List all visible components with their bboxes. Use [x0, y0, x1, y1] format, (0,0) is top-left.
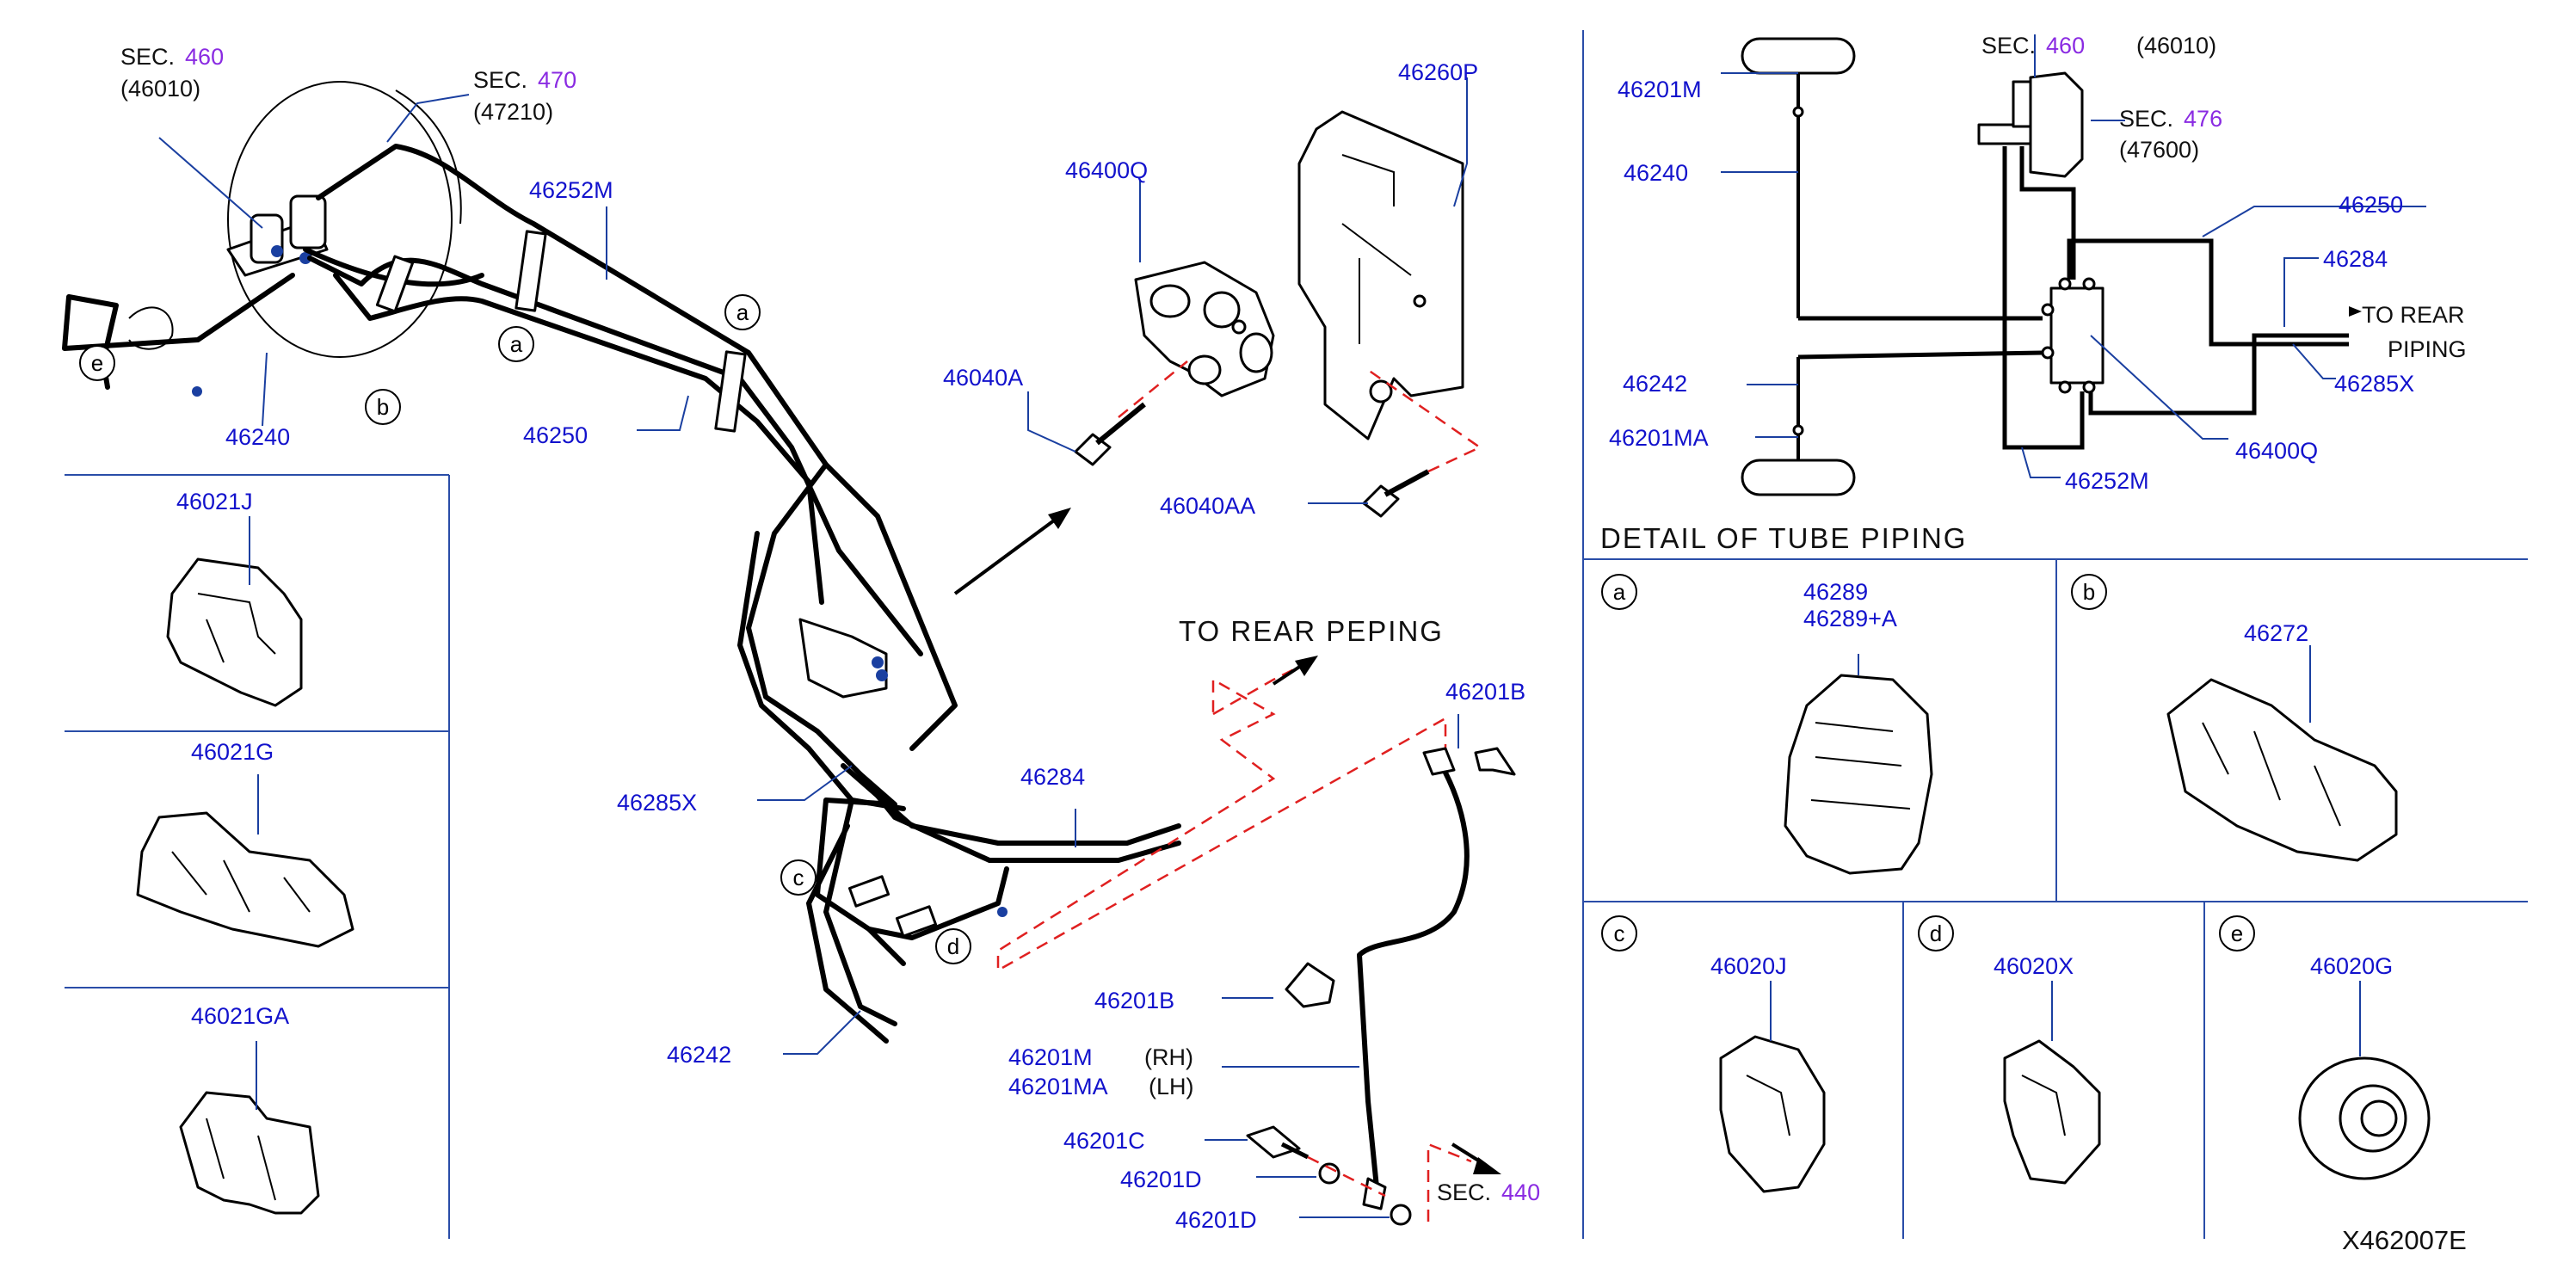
- part-46021J[interactable]: 46021J: [176, 489, 253, 514]
- part-46201D-b[interactable]: 46201D: [1175, 1207, 1257, 1233]
- part-46250[interactable]: 46250: [523, 422, 588, 448]
- part-46289-A[interactable]: 46289+A: [1803, 606, 1897, 631]
- clip-46272-drawing: [2166, 678, 2398, 862]
- svg-text:c: c: [793, 865, 804, 890]
- part-46201B-upper[interactable]: 46201B: [1445, 679, 1525, 705]
- part-46020X[interactable]: 46020X: [1994, 953, 2074, 979]
- circle-e: e: [79, 345, 115, 381]
- part-46021GA[interactable]: 46021GA: [191, 1003, 289, 1029]
- clip-46020J-drawing: [1719, 1035, 1826, 1193]
- part-46285X[interactable]: 46285X: [617, 790, 697, 816]
- to-rear-peping-label: TO REAR PEPING: [1179, 615, 1444, 647]
- to-rear-arrow: [2349, 306, 2362, 317]
- part-46260P[interactable]: 46260P: [1398, 59, 1478, 85]
- circle-b: b: [365, 389, 401, 425]
- detail-part-46252M[interactable]: 46252M: [2065, 468, 2149, 494]
- brake-booster-drawing: [128, 81, 462, 358]
- clip-46289-drawing: [1784, 674, 1933, 875]
- grommet-46020G-drawing: [2298, 1056, 2431, 1180]
- circle-a-lower: a: [498, 326, 534, 362]
- front-brake-pipes: [62, 144, 1181, 1044]
- part-46201B-lower[interactable]: 46201B: [1094, 988, 1174, 1013]
- detail-part-46242[interactable]: 46242: [1623, 371, 1687, 397]
- detail-title: DETAIL OF TUBE PIPING: [1600, 522, 1967, 554]
- detail-sec-460-label: SEC.460: [1981, 33, 2085, 59]
- detail-part-46240[interactable]: 46240: [1624, 160, 1688, 186]
- part-46020G[interactable]: 46020G: [2310, 953, 2393, 979]
- panel-circle-b: b: [2071, 574, 2107, 610]
- sec-460-code: (46010): [120, 76, 200, 102]
- part-46289[interactable]: 46289: [1803, 579, 1868, 605]
- part-46272[interactable]: 46272: [2244, 620, 2308, 646]
- part-46400Q[interactable]: 46400Q: [1065, 157, 1148, 183]
- detail-sec-476-label: SEC.476: [2119, 106, 2222, 132]
- part-46242[interactable]: 46242: [667, 1042, 731, 1068]
- part-46201C[interactable]: 46201C: [1063, 1128, 1145, 1154]
- svg-text:c: c: [1614, 921, 1625, 946]
- detail-sec-460-code: (46010): [2136, 33, 2216, 59]
- sec-460-label: SEC.460: [120, 44, 224, 70]
- sec-440-label: SEC.440: [1437, 1179, 1540, 1205]
- part-46252M[interactable]: 46252M: [529, 177, 613, 203]
- part-46240[interactable]: 46240: [225, 424, 290, 450]
- part-46020J[interactable]: 46020J: [1710, 953, 1787, 979]
- part-46040AA[interactable]: 46040AA: [1160, 493, 1255, 519]
- clip-46021G-drawing: [136, 811, 354, 948]
- svg-text:a: a: [736, 299, 749, 325]
- detail-part-46250[interactable]: 46250: [2339, 192, 2403, 218]
- circle-a-upper: a: [724, 294, 761, 330]
- sec-470-code: (47210): [473, 99, 553, 125]
- part-46040A[interactable]: 46040A: [943, 365, 1023, 391]
- detail-part-46400Q[interactable]: 46400Q: [2235, 438, 2318, 464]
- svg-text:b: b: [2083, 579, 2095, 605]
- circle-callouts: a a b e c d a b c d e: [79, 294, 2255, 964]
- circle-c: c: [780, 859, 817, 896]
- svg-text:d: d: [1930, 921, 1942, 946]
- valve-bracket-drawing: [1297, 110, 1464, 440]
- to-rear-piping-line2: PIPING: [2388, 336, 2467, 362]
- side-lh: (LH): [1149, 1074, 1194, 1099]
- proportioning-valve-drawing: [1134, 261, 1275, 397]
- arrow-to-valve: [953, 508, 1071, 595]
- part-46201D-a[interactable]: 46201D: [1120, 1167, 1202, 1192]
- svg-text:e: e: [2231, 921, 2243, 946]
- left-clip-panel-frame: [65, 474, 450, 1239]
- detail-tube-piping: [1741, 37, 2349, 496]
- detail-sec-476-code: (47600): [2119, 137, 2199, 163]
- panel-circle-d: d: [1918, 915, 1954, 952]
- valve-guide-lines: [1118, 360, 1482, 473]
- clip-46021J-drawing: [166, 557, 303, 707]
- panel-circle-c: c: [1601, 915, 1637, 952]
- detail-part-46201MA[interactable]: 46201MA: [1609, 425, 1709, 451]
- clip-46021GA-drawing: [179, 1091, 320, 1215]
- side-rh: (RH): [1144, 1044, 1193, 1070]
- valve-bolts: [1074, 402, 1430, 518]
- svg-text:a: a: [1613, 579, 1626, 605]
- detail-part-46201M[interactable]: 46201M: [1618, 77, 1702, 102]
- clip-46020X-drawing: [2003, 1039, 2101, 1185]
- part-46021G[interactable]: 46021G: [191, 739, 274, 765]
- part-46284[interactable]: 46284: [1020, 764, 1085, 790]
- part-46201MA[interactable]: 46201MA: [1008, 1074, 1108, 1099]
- svg-text:e: e: [91, 350, 103, 376]
- detail-part-46284[interactable]: 46284: [2323, 246, 2388, 272]
- sec-470-label: SEC.470: [473, 67, 576, 93]
- to-rear-guide: [996, 656, 1447, 970]
- pipe-clip-markers: [375, 230, 938, 938]
- svg-text:b: b: [377, 394, 389, 420]
- diagram-id: X462007E: [2342, 1225, 2467, 1255]
- front-brake-hose: [1246, 747, 1516, 1226]
- leader-lines: [158, 34, 2426, 1218]
- svg-text:d: d: [947, 933, 959, 959]
- circle-d: d: [935, 928, 971, 964]
- svg-text:a: a: [510, 331, 523, 357]
- right-detail-panel-frame: [1582, 30, 2528, 1239]
- part-46201M[interactable]: 46201M: [1008, 1044, 1093, 1070]
- panel-circle-a: a: [1601, 574, 1637, 610]
- to-rear-piping-line1: TO REAR: [2362, 302, 2465, 328]
- panel-circle-e: e: [2219, 915, 2255, 952]
- detail-part-46285X[interactable]: 46285X: [2334, 371, 2414, 397]
